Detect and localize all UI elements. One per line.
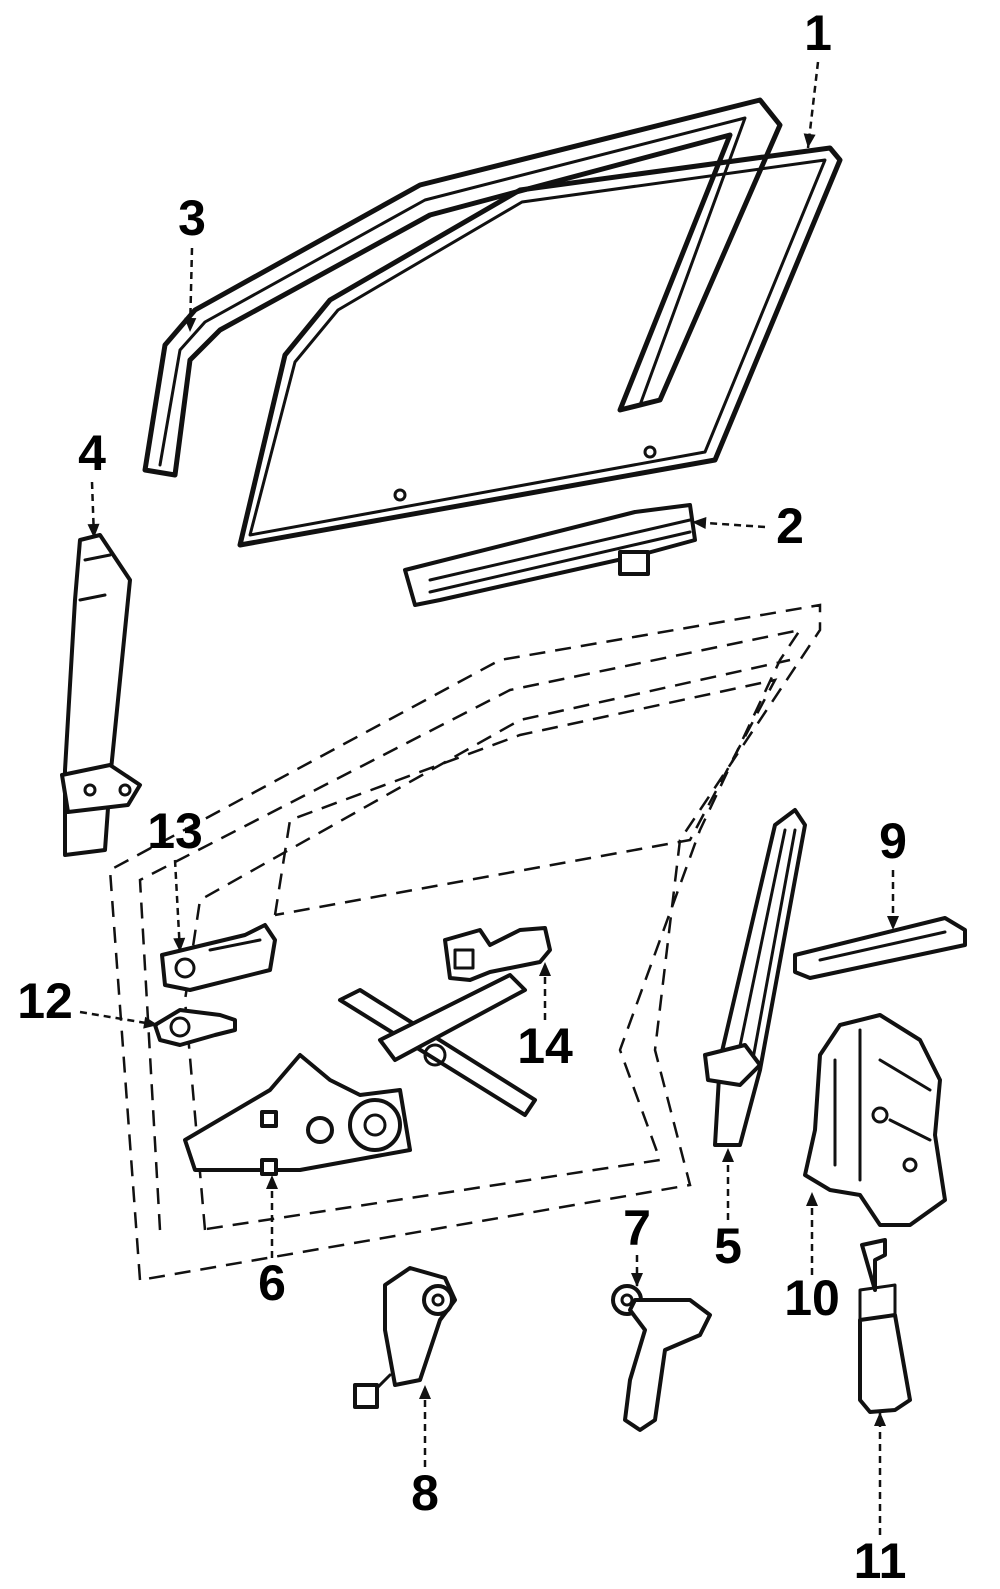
callout-1: 1 — [803, 5, 832, 149]
part-hinge-12 — [153, 1008, 237, 1047]
callout-number-5: 5 — [714, 1218, 742, 1274]
callout-number-8: 8 — [411, 1465, 439, 1521]
arrowhead-1 — [803, 133, 816, 148]
part-window-regulator — [183, 973, 537, 1176]
leader-line-13 — [173, 859, 182, 953]
callout-number-10: 10 — [784, 1270, 840, 1326]
callout-number-9: 9 — [879, 813, 907, 869]
part-bracket-14 — [443, 926, 552, 982]
arrowhead-13 — [173, 937, 186, 952]
leader-line-4 — [90, 481, 96, 539]
part-run-channel — [142, 97, 783, 478]
arrowhead-5 — [722, 1148, 734, 1162]
part-window-crank — [611, 1284, 712, 1432]
callout-3: 3 — [178, 190, 206, 333]
arrowhead-11 — [874, 1412, 886, 1426]
callout-11: 11 — [854, 1412, 907, 1589]
arrowhead-2 — [692, 516, 707, 529]
callout-14: 14 — [517, 962, 573, 1074]
door-outline — [108, 603, 822, 1282]
part-rear-channel — [703, 808, 807, 1147]
callout-number-2: 2 — [776, 498, 804, 554]
arrowhead-6 — [266, 1175, 278, 1189]
callout-number-1: 1 — [804, 5, 832, 61]
part-door-latch — [803, 1013, 947, 1227]
callout-number-7: 7 — [623, 1200, 651, 1256]
callout-number-3: 3 — [178, 190, 206, 246]
callout-number-6: 6 — [258, 1255, 286, 1311]
arrowhead-8 — [419, 1385, 431, 1399]
part-front-channel — [60, 533, 142, 857]
part-glass-channel — [403, 503, 697, 607]
callout-number-11: 11 — [854, 1533, 907, 1589]
arrowhead-14 — [539, 962, 551, 976]
part-bracket-9 — [793, 916, 967, 980]
part-regulator-motor — [353, 1266, 457, 1409]
leader-line-1 — [806, 61, 820, 149]
arrowhead-10 — [806, 1192, 818, 1206]
part-lock-actuator — [858, 1238, 912, 1414]
arrowhead-7 — [631, 1273, 643, 1287]
leader-line-3 — [188, 247, 194, 333]
callout-number-12: 12 — [17, 973, 73, 1029]
callout-number-14: 14 — [517, 1018, 573, 1074]
callout-7: 7 — [623, 1200, 651, 1287]
callout-6: 6 — [258, 1175, 286, 1311]
arrowhead-3 — [184, 317, 197, 332]
callout-8: 8 — [411, 1385, 439, 1521]
callout-12: 12 — [17, 973, 159, 1029]
arrowhead-4 — [87, 523, 100, 538]
callout-10: 10 — [784, 1192, 840, 1326]
arrowhead-9 — [887, 916, 899, 930]
callout-9: 9 — [879, 813, 907, 930]
callout-2: 2 — [691, 498, 804, 554]
arrowhead-12 — [143, 1016, 158, 1029]
callout-5: 5 — [714, 1148, 742, 1274]
callout-4: 4 — [78, 425, 106, 539]
part-glass — [237, 145, 843, 548]
callout-number-4: 4 — [78, 425, 106, 481]
callout-number-13: 13 — [147, 803, 203, 859]
callout-13: 13 — [147, 803, 203, 953]
part-hinge-13 — [160, 923, 277, 992]
